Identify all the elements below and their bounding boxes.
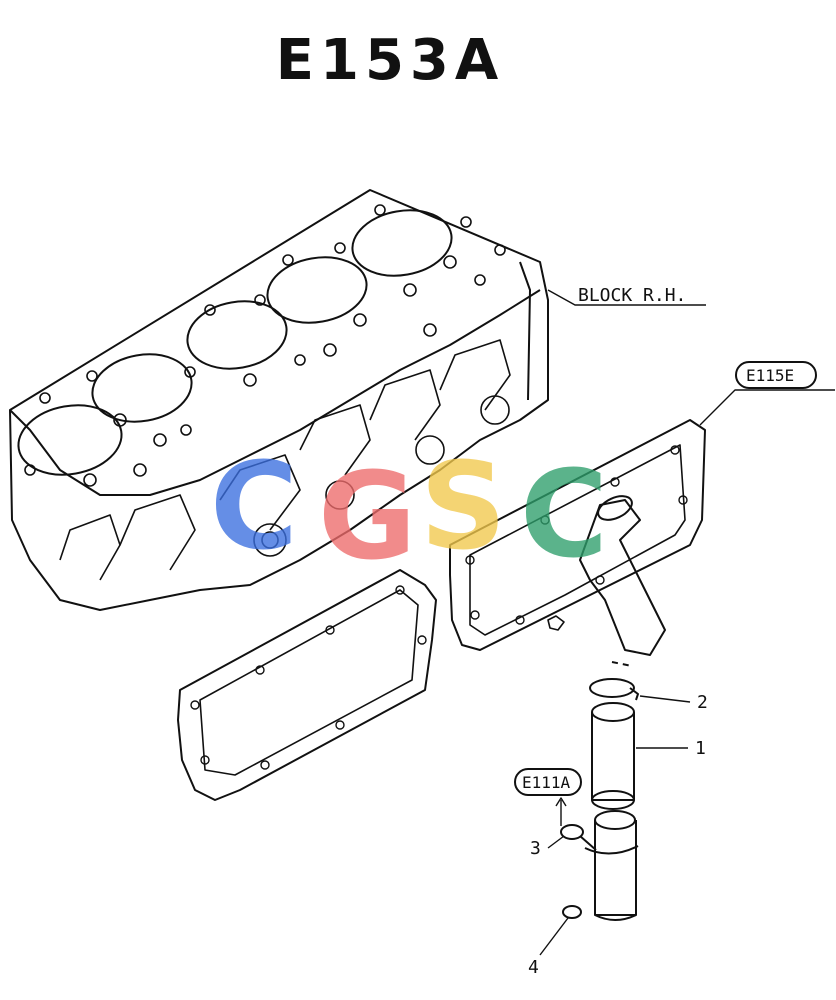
lower-pipe-band bbox=[584, 845, 639, 855]
cylinder-bore-4 bbox=[266, 256, 368, 324]
leader-4 bbox=[539, 917, 569, 956]
o-ring bbox=[560, 824, 584, 840]
label-block-rh: BLOCK R.H. bbox=[578, 285, 686, 306]
elbow-pipe-top-opening bbox=[597, 495, 633, 521]
watermark-letter-3: S bbox=[420, 438, 506, 577]
elbow-pipe bbox=[579, 499, 666, 656]
lower-pipe-bottom bbox=[594, 914, 637, 921]
hose-clamp-screw bbox=[629, 687, 639, 701]
lower-gasket-inner bbox=[199, 589, 419, 776]
hose-tube-bottom bbox=[591, 790, 635, 810]
cylinder-bore-1 bbox=[17, 404, 123, 476]
ref-pill-e111a bbox=[514, 768, 582, 796]
lower-pipe-top bbox=[594, 810, 636, 830]
leader-block bbox=[547, 289, 706, 306]
cylinder-bore-2 bbox=[91, 353, 193, 423]
watermark-letter-2: G bbox=[318, 448, 417, 587]
label-e111a: E111A bbox=[522, 773, 571, 792]
watermark-letter-4: C bbox=[520, 446, 608, 585]
lower-gasket-holes bbox=[190, 585, 427, 770]
o-ring-hook bbox=[579, 835, 597, 851]
hose-tube bbox=[591, 712, 635, 801]
small-bolt bbox=[547, 615, 565, 631]
leader-e115e bbox=[699, 389, 835, 426]
deck-holes bbox=[24, 204, 506, 487]
block-top-edge bbox=[9, 289, 541, 496]
block-side-rail bbox=[519, 261, 531, 401]
elbow-pipe-dash bbox=[611, 661, 633, 667]
callout-2: 2 bbox=[697, 692, 708, 713]
hose-tube-top bbox=[591, 702, 635, 722]
cylinder-bore-3 bbox=[186, 300, 288, 370]
lower-pipe bbox=[594, 820, 637, 916]
callout-1: 1 bbox=[695, 738, 706, 759]
watermark-logo: C G S C bbox=[210, 438, 608, 587]
cylinder-bore-5 bbox=[351, 209, 453, 277]
leader-2 bbox=[639, 695, 691, 703]
upper-gasket-inner bbox=[469, 444, 686, 636]
page-title: E153A bbox=[275, 28, 505, 93]
ref-pill-e115e bbox=[735, 361, 817, 389]
block-side-webs bbox=[59, 339, 511, 581]
watermark-letter-1: C bbox=[210, 438, 298, 577]
label-e115e: E115E bbox=[746, 366, 794, 385]
hose-clamp bbox=[589, 678, 635, 698]
callout-3: 3 bbox=[530, 838, 541, 859]
leader-3 bbox=[547, 835, 565, 849]
cylinder-block-outline bbox=[9, 189, 549, 611]
upper-gasket-holes bbox=[465, 445, 688, 625]
callout-4: 4 bbox=[528, 957, 539, 978]
leader-e111a-arrow bbox=[555, 797, 567, 807]
lower-gasket-plate bbox=[177, 569, 437, 801]
washer bbox=[562, 905, 582, 919]
upper-gasket-plate bbox=[449, 419, 706, 651]
